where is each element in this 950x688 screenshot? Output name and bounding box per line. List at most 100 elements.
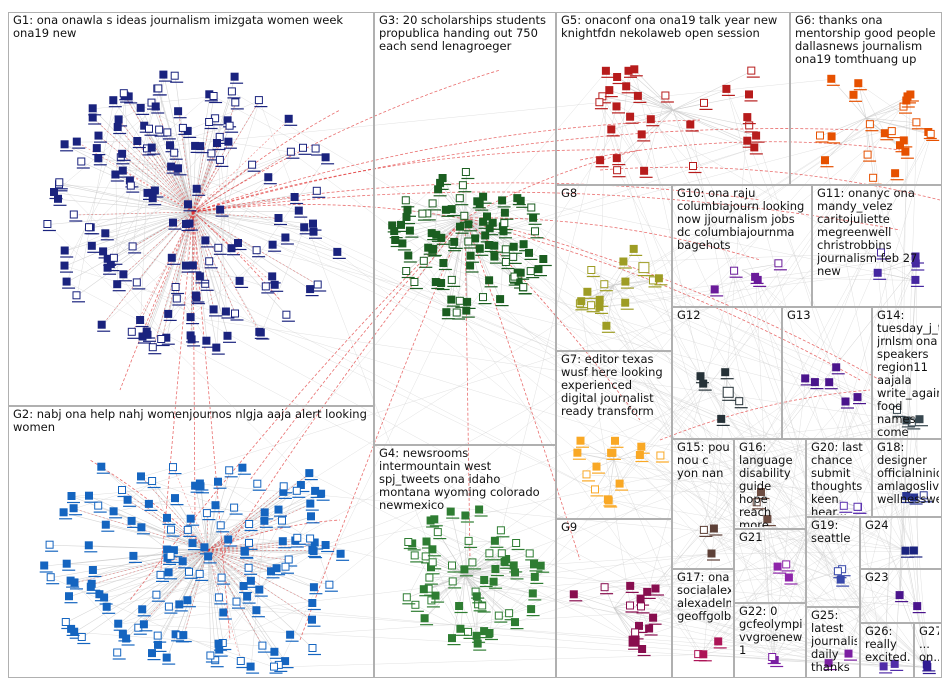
group-box-g26: G26: really excited... bbox=[860, 623, 914, 678]
node-g4 bbox=[426, 516, 440, 528]
edge bbox=[250, 521, 266, 668]
edge bbox=[59, 184, 194, 213]
node-g1 bbox=[332, 247, 346, 259]
node-g2 bbox=[310, 486, 324, 498]
edge bbox=[604, 284, 921, 420]
edge bbox=[613, 446, 642, 461]
edge bbox=[591, 270, 715, 530]
node-g2 bbox=[46, 573, 60, 585]
edge bbox=[195, 486, 209, 551]
node-g1 bbox=[49, 188, 63, 200]
edge bbox=[848, 420, 908, 655]
node-g2 bbox=[309, 583, 323, 595]
edge bbox=[192, 211, 280, 219]
node-g1 bbox=[60, 246, 74, 258]
edge bbox=[285, 237, 915, 499]
edge bbox=[714, 117, 749, 530]
group-label-g5: G5: onaconf ona ona19 talk year new knig… bbox=[561, 14, 778, 40]
node-g2 bbox=[164, 568, 178, 580]
edge bbox=[91, 185, 132, 228]
edge bbox=[634, 69, 702, 377]
node-g2 bbox=[305, 534, 319, 546]
edge bbox=[640, 455, 790, 579]
node-g4 bbox=[454, 602, 468, 614]
node-g3 bbox=[433, 185, 447, 197]
edge bbox=[591, 284, 615, 306]
edge bbox=[107, 211, 194, 269]
edge bbox=[651, 109, 674, 120]
node-g3 bbox=[508, 252, 522, 264]
node-g1 bbox=[215, 155, 229, 167]
group-box-g25: G25: latest journalism daily thanks ona bbox=[806, 607, 860, 678]
node-g3 bbox=[428, 199, 442, 211]
node-g1 bbox=[169, 148, 183, 160]
edge bbox=[857, 507, 907, 552]
edge bbox=[651, 119, 694, 167]
edge bbox=[611, 129, 758, 503]
edge bbox=[703, 383, 843, 570]
edge bbox=[574, 594, 615, 609]
edge bbox=[101, 211, 194, 326]
node-g3 bbox=[475, 244, 489, 256]
node-g2 bbox=[214, 639, 228, 651]
node-g4 bbox=[484, 549, 498, 561]
node-g2 bbox=[77, 633, 91, 645]
edge bbox=[192, 211, 305, 229]
edge bbox=[602, 96, 917, 281]
node-layer bbox=[39, 65, 940, 675]
edge bbox=[207, 549, 225, 614]
edge bbox=[617, 170, 896, 665]
node-g1 bbox=[284, 114, 298, 126]
node-g3 bbox=[461, 168, 475, 180]
node-g1 bbox=[132, 278, 146, 290]
edge bbox=[580, 160, 826, 442]
edge bbox=[757, 502, 928, 668]
node-g1 bbox=[69, 210, 83, 222]
node-g1 bbox=[148, 343, 162, 355]
edge bbox=[870, 124, 913, 423]
node-g1 bbox=[128, 242, 142, 254]
node-g1 bbox=[298, 143, 312, 155]
node-g1 bbox=[268, 240, 282, 252]
edge bbox=[314, 542, 331, 586]
node-g1 bbox=[230, 98, 244, 110]
edge bbox=[105, 211, 194, 235]
edge bbox=[602, 96, 674, 111]
edge bbox=[535, 382, 816, 578]
edge bbox=[877, 273, 907, 552]
node-g4 bbox=[490, 536, 504, 548]
edge bbox=[192, 209, 221, 213]
edge bbox=[207, 549, 276, 653]
node-g3 bbox=[428, 244, 442, 256]
group-label-g18: G18: designer officialninio... amlagosli… bbox=[877, 441, 939, 506]
node-g1 bbox=[72, 137, 86, 149]
edge bbox=[192, 211, 201, 277]
edge bbox=[611, 453, 699, 655]
node-g2 bbox=[178, 557, 192, 569]
edge bbox=[468, 383, 704, 633]
edge bbox=[757, 401, 847, 503]
edge bbox=[672, 89, 728, 111]
node-g1 bbox=[126, 181, 140, 193]
edge bbox=[865, 106, 905, 119]
edge bbox=[113, 100, 194, 213]
edge bbox=[82, 549, 209, 638]
edge bbox=[92, 551, 315, 585]
group-box-g22: G22: 0 gcfeolympia vvgroeneweg 1 bbox=[734, 603, 806, 678]
edge bbox=[464, 217, 540, 270]
node-g3 bbox=[402, 213, 415, 225]
node-g3 bbox=[478, 293, 492, 305]
edge bbox=[700, 376, 896, 665]
edge bbox=[640, 455, 918, 607]
edge bbox=[192, 100, 260, 213]
node-g4 bbox=[528, 589, 542, 601]
edge bbox=[825, 117, 867, 161]
node-g1 bbox=[200, 279, 214, 291]
node-g1 bbox=[209, 305, 223, 317]
edge bbox=[168, 549, 209, 574]
edge bbox=[608, 499, 915, 552]
node-g1 bbox=[171, 283, 185, 295]
edge bbox=[464, 207, 532, 219]
node-g1 bbox=[94, 131, 107, 143]
edge bbox=[761, 492, 773, 658]
